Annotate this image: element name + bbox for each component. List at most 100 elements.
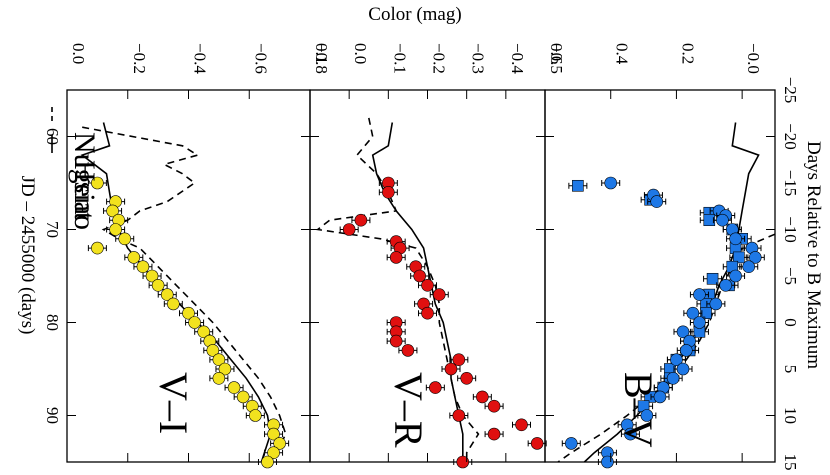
- data-point-bv: [624, 427, 637, 441]
- phase-tick-label: −5: [781, 267, 800, 285]
- data-point-bv: [719, 278, 733, 292]
- data-point-square-bv: [572, 179, 584, 192]
- color-tick-label: −0.8: [312, 43, 331, 74]
- data-point-vi: [106, 204, 119, 218]
- data-point-vr: [413, 269, 426, 283]
- nugent-curve-bv: [557, 233, 776, 463]
- data-point-vi: [218, 362, 232, 376]
- data-point-vr: [382, 186, 395, 199]
- data-point-vi: [206, 344, 220, 357]
- nugent-curve-vi: [82, 126, 287, 463]
- jd-tick-label: 80: [43, 314, 62, 331]
- hsiao-curve-bv: [583, 122, 760, 463]
- color-tick-label: 0.4: [613, 43, 632, 65]
- color-tick-label: −0.5: [547, 43, 566, 74]
- data-point-bv: [650, 195, 664, 208]
- color-tick-label: 0.0: [351, 43, 370, 64]
- color-tick-label: 0.0: [69, 43, 88, 64]
- color-tick-label: −0.4: [191, 43, 210, 74]
- data-point-vr: [389, 334, 403, 348]
- data-point-vr: [452, 353, 466, 367]
- color-tick-label: −0.6: [251, 43, 270, 74]
- data-point-square-bv: [733, 251, 745, 264]
- data-point-vi: [236, 390, 250, 404]
- data-point-bv: [676, 362, 690, 376]
- data-point-vi: [273, 437, 286, 450]
- data-point-vr: [444, 362, 458, 376]
- data-point-vi: [249, 409, 262, 422]
- color-tick-label: 0.2: [678, 43, 697, 64]
- data-point-bv: [742, 260, 756, 274]
- legend-hsiao-label: Hsiao: [68, 160, 101, 230]
- data-point-bv: [716, 213, 729, 227]
- data-point-vr: [476, 390, 489, 404]
- panel-label-vr: V–R: [386, 372, 431, 448]
- data-point-vr: [354, 213, 368, 227]
- data-point-vi: [118, 232, 132, 246]
- data-point-vi: [127, 251, 141, 264]
- left-axis-title: JD – 2455000 (days): [17, 176, 38, 335]
- panel-label-vi: V–I: [151, 372, 196, 434]
- phase-tick-label: −10: [781, 216, 800, 243]
- data-point-bv: [709, 297, 723, 311]
- data-point-vr: [452, 409, 466, 422]
- color-tick-label: −0.0: [744, 43, 763, 74]
- data-point-vi: [167, 297, 180, 311]
- data-point-vi: [182, 306, 195, 320]
- data-point-vr: [429, 381, 442, 394]
- top-axis-title: Color (mag): [368, 4, 461, 25]
- data-point-vr: [421, 278, 434, 292]
- right-axis-title: Days Relative to B Maximum: [803, 141, 824, 369]
- phase-tick-label: 15: [781, 454, 800, 471]
- data-point-vi: [261, 455, 274, 469]
- data-point-bv: [748, 251, 762, 264]
- data-point-vr: [342, 223, 356, 236]
- data-point-vi: [267, 446, 280, 460]
- data-point-bv: [686, 306, 700, 320]
- data-point-bv: [564, 437, 578, 450]
- data-point-square-bv: [706, 272, 719, 285]
- data-point-vi: [91, 176, 104, 190]
- data-point-bv: [676, 325, 690, 339]
- data-point-bv: [679, 344, 693, 357]
- data-point-bv: [640, 409, 654, 422]
- data-point-vr: [401, 344, 415, 357]
- data-point-bv: [604, 176, 618, 190]
- data-point-bv: [601, 455, 614, 469]
- data-point-vi: [145, 269, 159, 283]
- data-point-vr: [487, 427, 501, 441]
- data-point-vr: [487, 399, 501, 413]
- data-point-vi: [188, 316, 201, 329]
- color-tick-label: −0.1: [390, 43, 409, 74]
- data-point-vr: [421, 306, 434, 320]
- color-tick-label: −0.2: [130, 43, 149, 74]
- data-point-vr: [515, 418, 528, 432]
- phase-tick-label: 5: [781, 365, 800, 374]
- data-point-bv: [729, 232, 742, 246]
- color-tick-label: −0.4: [508, 43, 527, 74]
- phase-tick-label: 10: [781, 407, 800, 424]
- data-point-vi: [212, 371, 226, 385]
- data-point-bv: [693, 288, 706, 301]
- data-point-vi: [151, 278, 165, 292]
- panel-label-bv: B–V: [616, 372, 661, 448]
- data-point-vr: [460, 371, 473, 385]
- color-tick-label: 0.6: [547, 43, 566, 64]
- legend-nugent-label: Nugent: [68, 132, 101, 221]
- jd-tick-label: 70: [43, 221, 62, 238]
- data-point-vi: [160, 288, 174, 301]
- data-point-vi: [109, 223, 122, 236]
- jd-tick-label: 90: [43, 407, 62, 424]
- data-point-bv: [653, 390, 667, 404]
- data-point-bv: [666, 371, 680, 385]
- data-point-vr: [530, 437, 544, 450]
- phase-tick-label: −25: [781, 77, 800, 104]
- color-tick-label: 0.1: [312, 43, 331, 64]
- data-point-vr: [389, 251, 403, 264]
- phase-tick-label: −20: [781, 123, 800, 150]
- color-tick-label: −0.3: [469, 43, 488, 74]
- data-point-vi: [136, 260, 150, 274]
- data-point-bv: [693, 316, 706, 329]
- data-point-vi: [197, 325, 210, 339]
- data-point-vi: [227, 381, 241, 394]
